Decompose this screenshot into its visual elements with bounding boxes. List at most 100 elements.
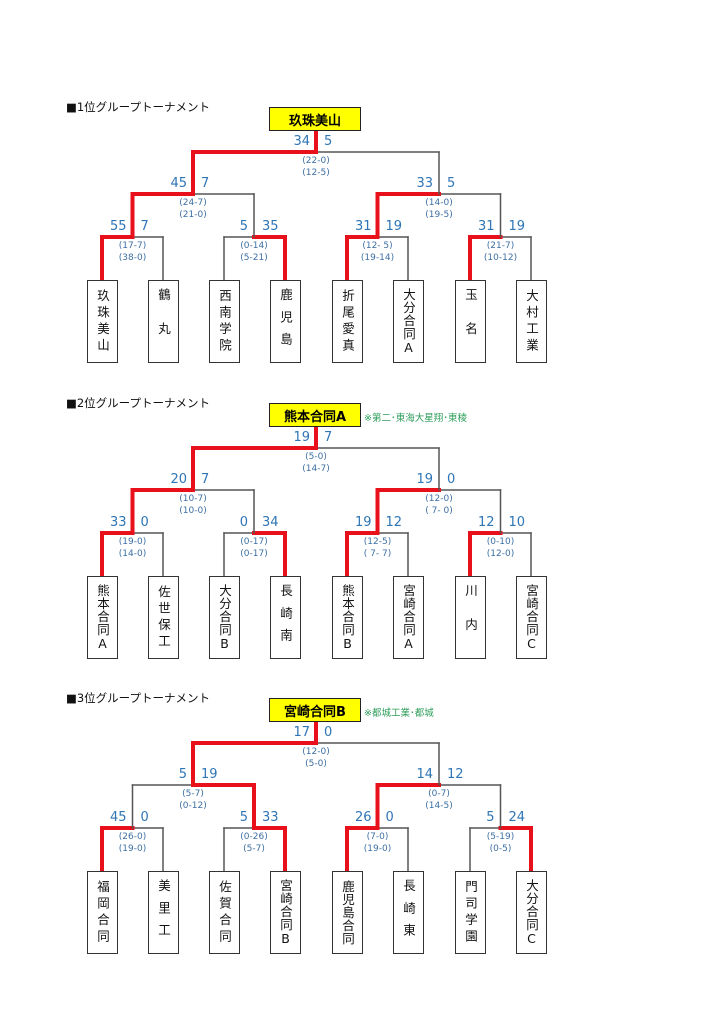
quarterfinal-1-left-score: 33 — [109, 515, 127, 530]
quarterfinal-2-left-score: 0 — [239, 515, 248, 530]
team-name: 熊本合同A — [95, 583, 110, 652]
team-name: 鹿児島 — [278, 288, 293, 355]
quarterfinal-2-set-score: (5-21) — [240, 253, 268, 263]
quarterfinal-4-set-score: (0-10) — [486, 537, 515, 547]
final-set-score: (12-5) — [302, 168, 330, 178]
quarterfinal-3-right-score: 12 — [385, 515, 403, 530]
champion-box: 宮崎合同B — [269, 698, 361, 722]
quarterfinal-1-right-score: 0 — [140, 515, 149, 530]
semifinal-2-left-score: 14 — [416, 767, 433, 782]
semifinal-2-right-score: 5 — [447, 176, 456, 191]
quarterfinal-1-set-score: (38-0) — [118, 253, 147, 263]
team-box: 宮崎合同B — [270, 871, 301, 954]
champion-box: 玖珠美山 — [269, 107, 361, 131]
final-left-score: 17 — [293, 725, 310, 740]
quarterfinal-4-right-score: 24 — [508, 810, 526, 825]
quarterfinal-4-left-score: 31 — [477, 219, 495, 234]
team-name: 折尾愛真 — [340, 288, 355, 355]
semifinal-1-set-score: (5-7) — [182, 789, 204, 799]
quarterfinal-2-set-score: (0-17) — [240, 549, 268, 559]
quarterfinal-3-right-score: 0 — [385, 810, 394, 825]
semifinal-1-left-score: 5 — [178, 767, 187, 782]
quarterfinal-1-set-score: (26-0) — [118, 832, 147, 842]
team-name: 宮崎合同B — [278, 878, 293, 947]
semifinal-1-set-score: (10-0) — [179, 506, 207, 516]
semifinal-2-left-score: 19 — [416, 472, 433, 487]
semifinal-1-set-score: (21-0) — [179, 210, 207, 220]
section-title: ■1位グループトーナメント — [66, 100, 210, 114]
team-box: 長崎南 — [270, 576, 301, 659]
team-box: 門司学園 — [455, 871, 486, 954]
final-set-score: (5-0) — [305, 452, 327, 462]
team-box: 西南学院 — [209, 280, 240, 363]
quarterfinal-4-set-score: (5-19) — [486, 832, 515, 842]
semifinal-1-right-score: 19 — [201, 767, 218, 782]
bracket-lines — [100, 720, 533, 873]
quarterfinal-2-right-score: 34 — [262, 515, 279, 530]
section-title: ■2位グループトーナメント — [66, 396, 210, 410]
quarterfinal-1-left-score: 55 — [109, 219, 127, 234]
team-name: 川内 — [463, 583, 478, 652]
team-box: 大分合同A — [393, 280, 424, 363]
quarterfinal-3-left-score: 19 — [354, 515, 372, 530]
champion-box: 熊本合同A — [269, 403, 361, 427]
team-name: 鶴丸 — [156, 287, 171, 356]
quarterfinal-3-right-score: 19 — [385, 219, 403, 234]
team-box: 宮崎合同A — [393, 576, 424, 659]
team-box: 熊本合同A — [87, 576, 118, 659]
team-box: 熊本合同B — [332, 576, 363, 659]
semifinal-2-set-score: (12-0) — [425, 494, 453, 504]
team-box: 宮崎合同C — [516, 576, 547, 659]
semifinal-1-left-score: 45 — [170, 176, 187, 191]
team-box: 大分合同B — [209, 576, 240, 659]
quarterfinal-4-set-score: (0-5) — [489, 844, 512, 854]
quarterfinal-4-right-score: 10 — [508, 515, 526, 530]
quarterfinal-2-right-score: 35 — [262, 219, 279, 234]
team-box: 鹿児島 — [270, 280, 301, 363]
semifinal-2-set-score: (14-5) — [425, 801, 453, 811]
team-name: 大分合同C — [524, 878, 539, 947]
team-name: 熊本合同B — [340, 583, 355, 652]
team-box: 佐賀合同 — [209, 871, 240, 954]
quarterfinal-3-set-score: (7-0) — [366, 832, 389, 842]
semifinal-2-set-score: ( 7- 0) — [425, 506, 453, 516]
quarterfinal-2-left-score: 5 — [239, 219, 248, 234]
team-name: 大村工業 — [524, 288, 539, 355]
quarterfinal-2-right-score: 33 — [262, 810, 279, 825]
final-right-score: 7 — [324, 430, 333, 445]
quarterfinal-1-set-score: (14-0) — [118, 549, 147, 559]
team-box: 川内 — [455, 576, 486, 659]
team-name: 長崎東 — [401, 879, 416, 946]
team-name: 大分合同A — [401, 287, 416, 356]
semifinal-1-set-score: (10-7) — [179, 494, 207, 504]
team-box: 鶴丸 — [148, 280, 179, 363]
final-set-score: (14-7) — [302, 464, 330, 474]
semifinal-2-set-score: (0-7) — [428, 789, 450, 799]
final-set-score: (12-0) — [302, 747, 330, 757]
final-right-score: 0 — [324, 725, 333, 740]
quarterfinal-1-set-score: (19-0) — [118, 537, 147, 547]
bracket-lines — [100, 129, 532, 282]
semifinal-2-set-score: (19-5) — [425, 210, 453, 220]
quarterfinal-3-set-score: ( 7- 7) — [363, 549, 392, 559]
quarterfinal-2-left-score: 5 — [239, 810, 248, 825]
quarterfinal-4-set-score: (12-0) — [486, 549, 515, 559]
team-name: 大分合同B — [217, 583, 232, 652]
team-box: 佐世保工 — [148, 576, 179, 659]
champion-members-note: ※第二･東海大星翔･東稜 — [364, 413, 467, 424]
team-box: 大村工業 — [516, 280, 547, 363]
team-name: 美里工 — [156, 879, 171, 946]
quarterfinal-2-set-score: (0-14) — [240, 241, 268, 251]
semifinal-2-right-score: 0 — [447, 472, 456, 487]
quarterfinal-2-set-score: (0-17) — [240, 537, 268, 547]
semifinal-2-left-score: 33 — [416, 176, 433, 191]
final-set-score: (22-0) — [302, 156, 330, 166]
team-box: 玖珠美山 — [87, 280, 118, 363]
quarterfinal-1-set-score: (17-7) — [118, 241, 147, 251]
quarterfinal-3-left-score: 31 — [354, 219, 372, 234]
semifinal-1-right-score: 7 — [201, 472, 210, 487]
quarterfinal-1-set-score: (19-0) — [118, 844, 147, 854]
